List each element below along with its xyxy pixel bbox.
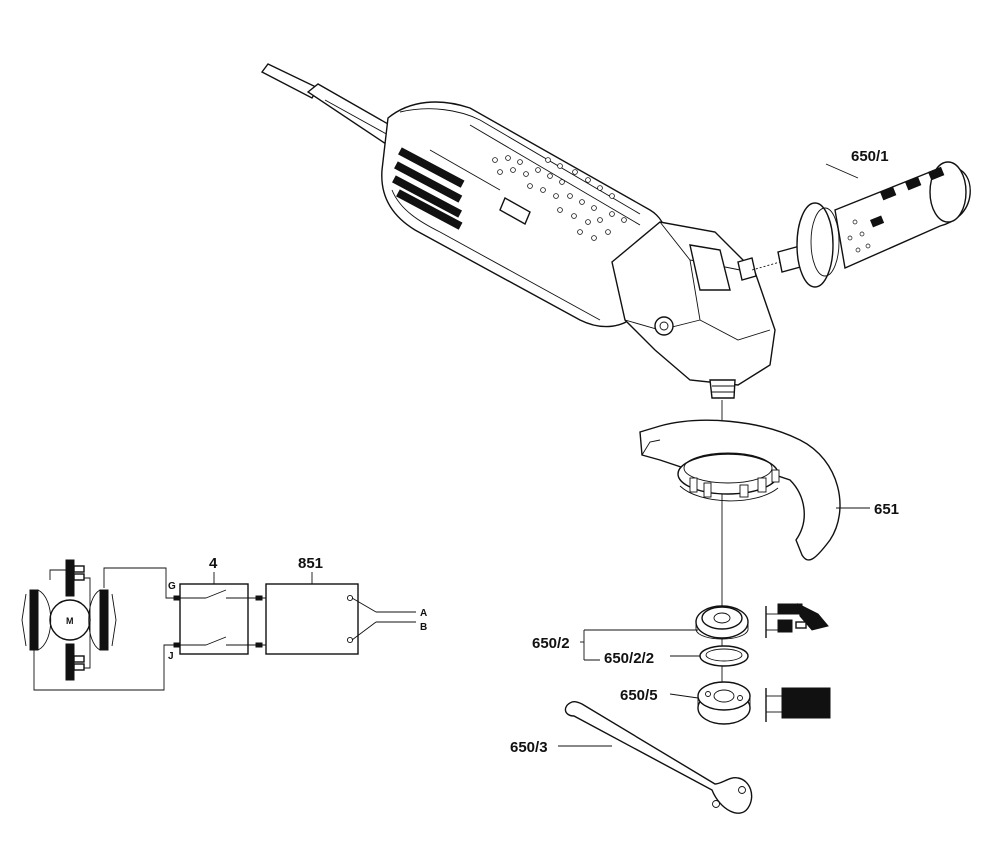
label-auxiliary-handle: 650/1 — [851, 148, 889, 165]
motor-label: M — [66, 616, 74, 626]
clamp-nut-drawing — [697, 681, 751, 725]
label-line-b: B — [420, 622, 427, 633]
vent-slots — [392, 147, 465, 230]
label-wheel-guard: 651 — [874, 501, 899, 518]
label-line-a: A — [420, 608, 427, 619]
label-clamp-nut: 650/5 — [620, 687, 658, 704]
label-suppressor: 851 — [298, 555, 323, 572]
label-switch: 4 — [209, 555, 218, 572]
angle-grinder-drawing — [260, 63, 776, 399]
grip-dot-pattern — [492, 155, 627, 241]
label-terminal-g: G — [168, 581, 176, 592]
o-ring-drawing — [699, 645, 749, 667]
mounting-flange-drawing — [695, 605, 749, 640]
wheel-guard-drawing — [639, 419, 841, 561]
switch-block — [179, 583, 249, 655]
suppressor-block — [265, 583, 359, 655]
auxiliary-handle-drawing — [751, 161, 971, 288]
leader-lines — [558, 163, 870, 747]
label-flange-group: 650/2 — [532, 635, 570, 652]
flange-cross-section — [765, 603, 829, 638]
label-terminal-j: J — [168, 651, 174, 662]
label-spanner: 650/3 — [510, 739, 548, 756]
spanner-wrench-drawing — [564, 700, 753, 814]
wiring-diagram: M — [21, 559, 416, 691]
clamp-nut-cross-section — [765, 687, 831, 722]
label-o-ring: 650/2/2 — [604, 650, 654, 667]
